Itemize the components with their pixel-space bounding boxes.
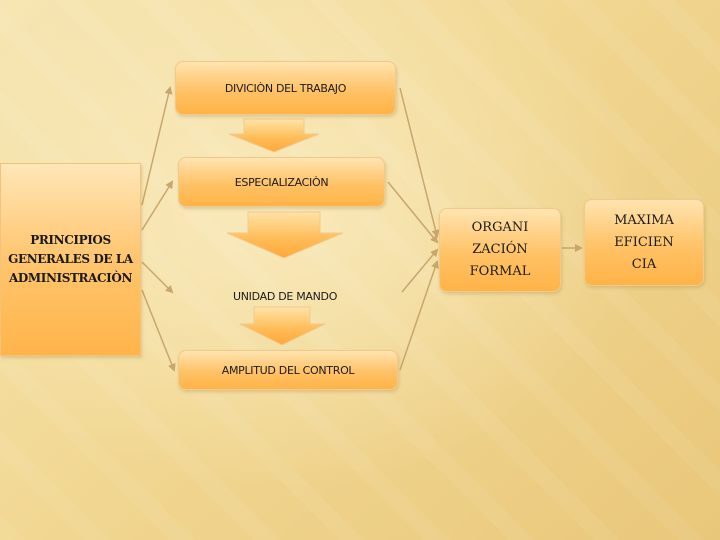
division-trabajo-box: DIVICIÒN DEL TRABAJO xyxy=(175,61,396,115)
unidad-mando-box: UNIDAD DE MANDO xyxy=(178,266,400,319)
link-principios-amplitud xyxy=(141,289,176,372)
down-arrow-2 xyxy=(226,211,344,259)
link-principios-division xyxy=(141,86,173,206)
down-arrow-1 xyxy=(228,118,320,153)
organizacion-formal-label: ORGANI ZACIÓN FORMAL xyxy=(469,220,531,279)
especializacion-label: ESPECIALIZACIÒN xyxy=(234,175,329,189)
down-arrow-3 xyxy=(239,306,326,346)
principios-box: PRINCIPIOS GENERALES DE LA ADMINISTRACIÒ… xyxy=(0,163,141,356)
maxima-eficiencia-box: MAXIMA EFICIEN CIA xyxy=(584,199,704,286)
link-unidad-organizacion xyxy=(401,248,439,293)
principios-label: PRINCIPIOS GENERALES DE LA ADMINISTRACIÒ… xyxy=(8,233,133,285)
amplitud-control-label: AMPLITUD DEL CONTROL xyxy=(221,363,355,377)
link-principios-unidad xyxy=(141,261,174,294)
division-trabajo-label: DIVICIÒN DEL TRABAJO xyxy=(224,81,347,95)
especializacion-box: ESPECIALIZACIÒN xyxy=(178,157,385,207)
amplitud-control-box: AMPLITUD DEL CONTROL xyxy=(178,350,398,390)
link-amplitud-organizacion xyxy=(399,260,439,371)
maxima-eficiencia-label: MAXIMA EFICIEN CIA xyxy=(614,212,674,272)
link-principios-especializacion xyxy=(141,180,174,231)
link-division-organizacion xyxy=(399,87,440,238)
organizacion-formal-box: ORGANI ZACIÓN FORMAL xyxy=(439,208,561,292)
unidad-mando-label: UNIDAD DE MANDO xyxy=(233,290,338,303)
link-especializacion-organizacion xyxy=(387,181,439,244)
